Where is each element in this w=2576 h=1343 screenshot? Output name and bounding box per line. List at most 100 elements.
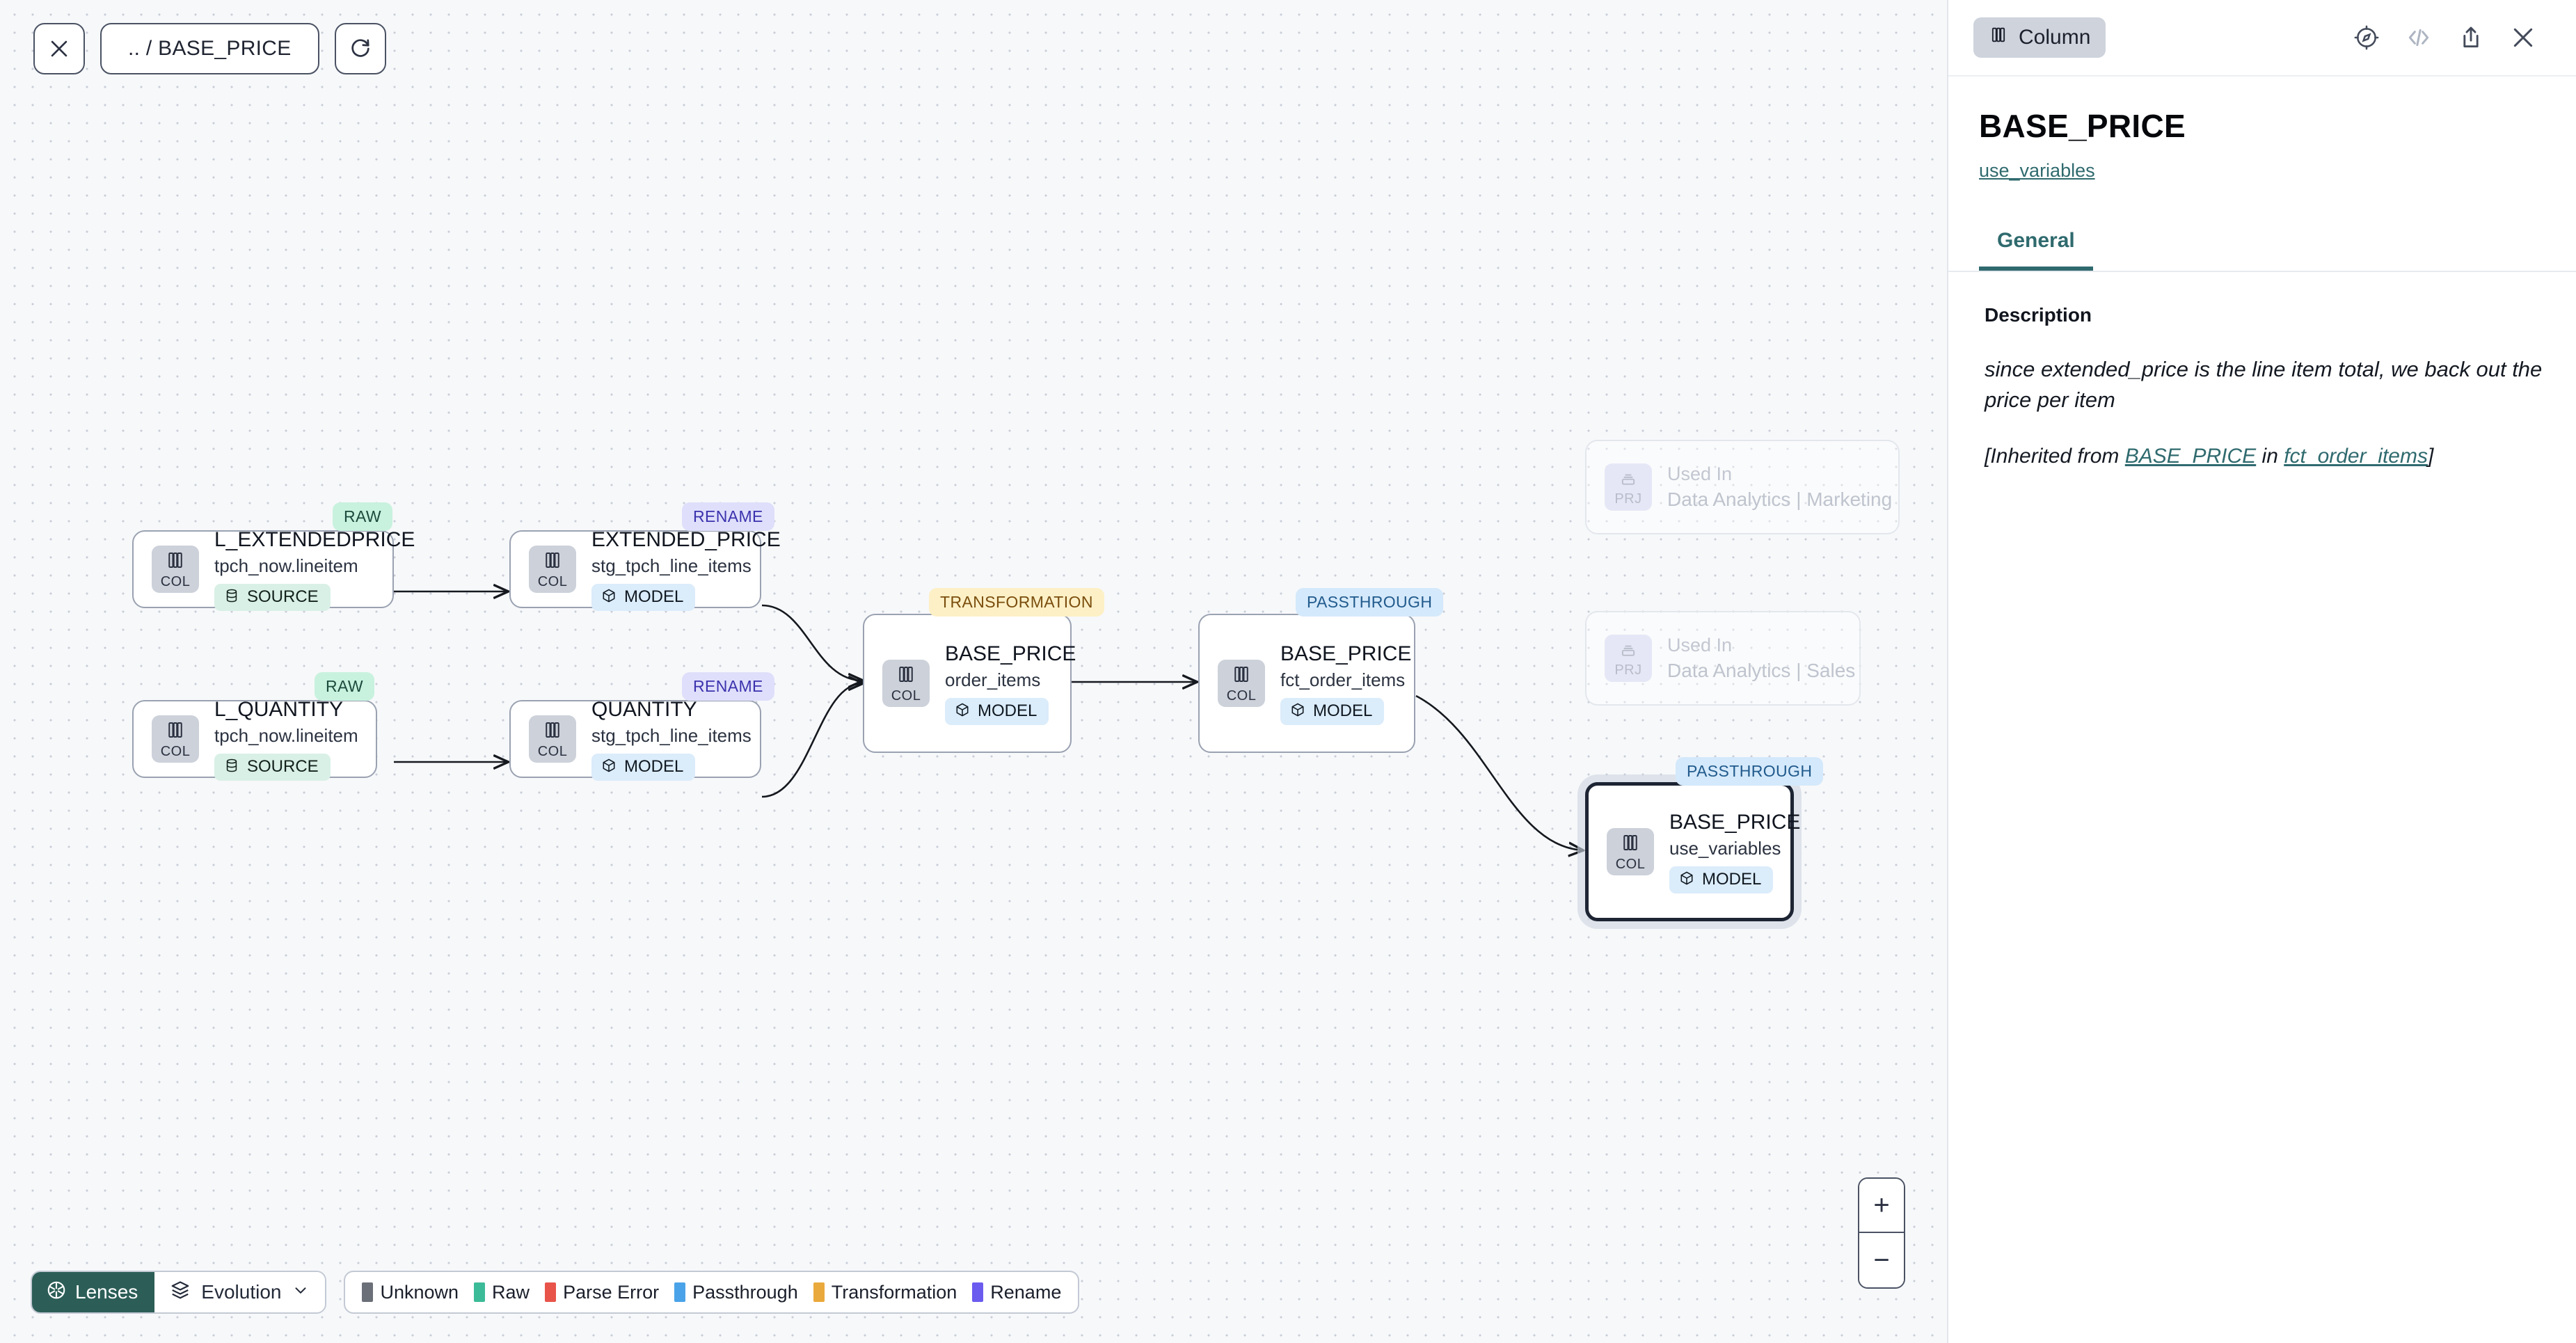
- canvas-bottom-bar: Lenses Evolution: [31, 1271, 1080, 1314]
- details-panel: Column: [1947, 0, 2576, 1343]
- project-icon: [1619, 468, 1638, 491]
- node-chip-source: SOURCE: [214, 753, 331, 781]
- node-icon-label: COL: [891, 688, 921, 704]
- layers-icon: [170, 1280, 191, 1305]
- graph-node-used-in-marketing[interactable]: PRJ Used In Data Analytics | Marketing: [1585, 440, 1900, 534]
- tab-general[interactable]: General: [1979, 229, 2093, 271]
- graph-node-l-extendedprice[interactable]: COL L_EXTENDEDPRICE tpch_now.lineitem SO…: [132, 528, 415, 611]
- database-icon: [224, 588, 239, 607]
- share-icon[interactable]: [2458, 24, 2484, 51]
- legend-swatch: [813, 1282, 825, 1302]
- cube-icon: [601, 588, 617, 607]
- panel-action-bar: [2353, 24, 2537, 51]
- entity-kind-label: Column: [2019, 26, 2091, 49]
- close-graph-button[interactable]: [33, 23, 85, 74]
- node-chip-label: MODEL: [1313, 701, 1373, 721]
- inherited-model-link[interactable]: fct_order_items: [2284, 445, 2428, 468]
- lineage-canvas[interactable]: .. / BASE_PRICE: [0, 0, 1947, 1343]
- code-icon[interactable]: [2405, 24, 2433, 51]
- legend-swatch: [362, 1282, 374, 1302]
- cube-icon: [1290, 702, 1305, 721]
- refresh-icon: [349, 37, 372, 61]
- column-icon: [1989, 25, 2008, 50]
- legend-item-raw: Raw: [474, 1282, 530, 1303]
- node-tag-rename: RENAME: [682, 502, 774, 531]
- node-subtitle: fct_order_items: [1280, 669, 1406, 690]
- database-icon: [224, 758, 239, 777]
- node-tag-raw: RAW: [333, 502, 393, 531]
- lineage-legend: Unknown Raw Parse Error Passthrough Tran…: [344, 1271, 1080, 1314]
- node-tag-rename: RENAME: [682, 672, 774, 701]
- evolution-dropdown[interactable]: Evolution: [154, 1272, 326, 1312]
- legend-label: Parse Error: [563, 1281, 660, 1303]
- graph-node-l-quantity[interactable]: COL L_QUANTITY tpch_now.lineitem SOURCE: [132, 698, 377, 781]
- project-type-badge: PRJ: [1605, 635, 1652, 682]
- node-icon-label: COL: [1615, 857, 1646, 872]
- description-text: since extended_price is the line item to…: [1985, 357, 2543, 413]
- lenses-label: Lenses: [75, 1281, 138, 1303]
- cube-icon: [1679, 871, 1694, 889]
- node-icon-label: COL: [160, 744, 191, 759]
- lenses-button[interactable]: Lenses: [32, 1272, 155, 1312]
- node-subtitle: tpch_now.lineitem: [214, 555, 358, 576]
- chevron-down-icon: [292, 1281, 310, 1304]
- node-chip-model: MODEL: [945, 697, 1049, 725]
- legend-item-transformation: Transformation: [813, 1282, 957, 1303]
- graph-node-used-in-sales[interactable]: PRJ Used In Data Analytics | Sales: [1585, 611, 1861, 706]
- legend-item-rename: Rename: [972, 1282, 1061, 1303]
- node-icon-label: COL: [1226, 688, 1257, 704]
- legend-swatch: [972, 1282, 984, 1302]
- parent-model-link[interactable]: use_variables: [1979, 160, 2095, 181]
- column-type-badge: COL: [152, 715, 199, 763]
- graph-node-base-price-use-variables[interactable]: COL BASE_PRICE use_variables MODEL: [1585, 782, 1800, 921]
- node-icon-label: COL: [537, 744, 568, 759]
- node-subtitle: stg_tpch_line_items: [591, 555, 752, 576]
- graph-node-quantity[interactable]: COL QUANTITY stg_tpch_line_items MODEL: [509, 698, 761, 781]
- legend-item-passthrough: Passthrough: [674, 1282, 798, 1303]
- graph-node-base-price-fct-order-items[interactable]: COL BASE_PRICE fct_order_items MODEL: [1198, 614, 1415, 753]
- zoom-in-button[interactable]: +: [1859, 1179, 1904, 1233]
- node-subtitle: tpch_now.lineitem: [214, 724, 358, 746]
- zoom-out-button[interactable]: −: [1859, 1233, 1904, 1287]
- inherited-column-link[interactable]: BASE_PRICE: [2124, 445, 2257, 468]
- graph-node-extended-price[interactable]: COL EXTENDED_PRICE stg_tpch_line_items M…: [509, 528, 781, 611]
- graph-node-base-price-order-items[interactable]: COL BASE_PRICE order_items MODEL: [863, 614, 1076, 753]
- close-panel-icon[interactable]: [2509, 24, 2537, 51]
- panel-identity: BASE_PRICE use_variables: [1948, 77, 2576, 182]
- legend-label: Passthrough: [692, 1281, 798, 1303]
- node-title: L_QUANTITY: [214, 698, 344, 722]
- inherit-suffix: ]: [2427, 445, 2434, 468]
- column-icon: [165, 720, 186, 744]
- node-chip-label: MODEL: [1702, 870, 1762, 889]
- cube-icon: [955, 702, 970, 721]
- project-type-badge: PRJ: [1605, 463, 1652, 511]
- legend-swatch: [474, 1282, 486, 1302]
- column-icon: [165, 550, 186, 574]
- node-chip-source: SOURCE: [214, 583, 331, 611]
- entity-kind-badge[interactable]: Column: [1973, 17, 2106, 58]
- compass-icon[interactable]: [2353, 24, 2380, 51]
- node-chip-label: MODEL: [978, 701, 1037, 721]
- node-icon-label: PRJ: [1614, 491, 1642, 507]
- column-type-badge: COL: [882, 660, 930, 707]
- description-inherited-note: [Inherited from BASE_PRICE in fct_order_…: [1985, 445, 2545, 468]
- node-chip-label: MODEL: [624, 757, 684, 777]
- close-icon: [47, 37, 71, 61]
- node-icon-label: COL: [537, 574, 568, 589]
- column-icon: [1231, 664, 1252, 688]
- column-type-badge: COL: [1218, 660, 1265, 707]
- column-icon: [542, 550, 563, 574]
- legend-swatch: [674, 1282, 686, 1302]
- column-icon: [896, 664, 916, 688]
- breadcrumb[interactable]: .. / BASE_PRICE: [100, 23, 319, 74]
- page-title: BASE_PRICE: [1979, 108, 2186, 144]
- description-label: Description: [1985, 304, 2092, 326]
- node-chip-model: MODEL: [591, 753, 696, 781]
- node-subtitle: stg_tpch_line_items: [591, 724, 752, 746]
- refresh-button[interactable]: [334, 23, 386, 74]
- node-subtitle: order_items: [945, 669, 1041, 690]
- aperture-icon: [46, 1280, 67, 1305]
- node-chip-model: MODEL: [1280, 697, 1385, 725]
- node-title: Used In: [1667, 634, 1733, 655]
- column-type-badge: COL: [529, 715, 576, 763]
